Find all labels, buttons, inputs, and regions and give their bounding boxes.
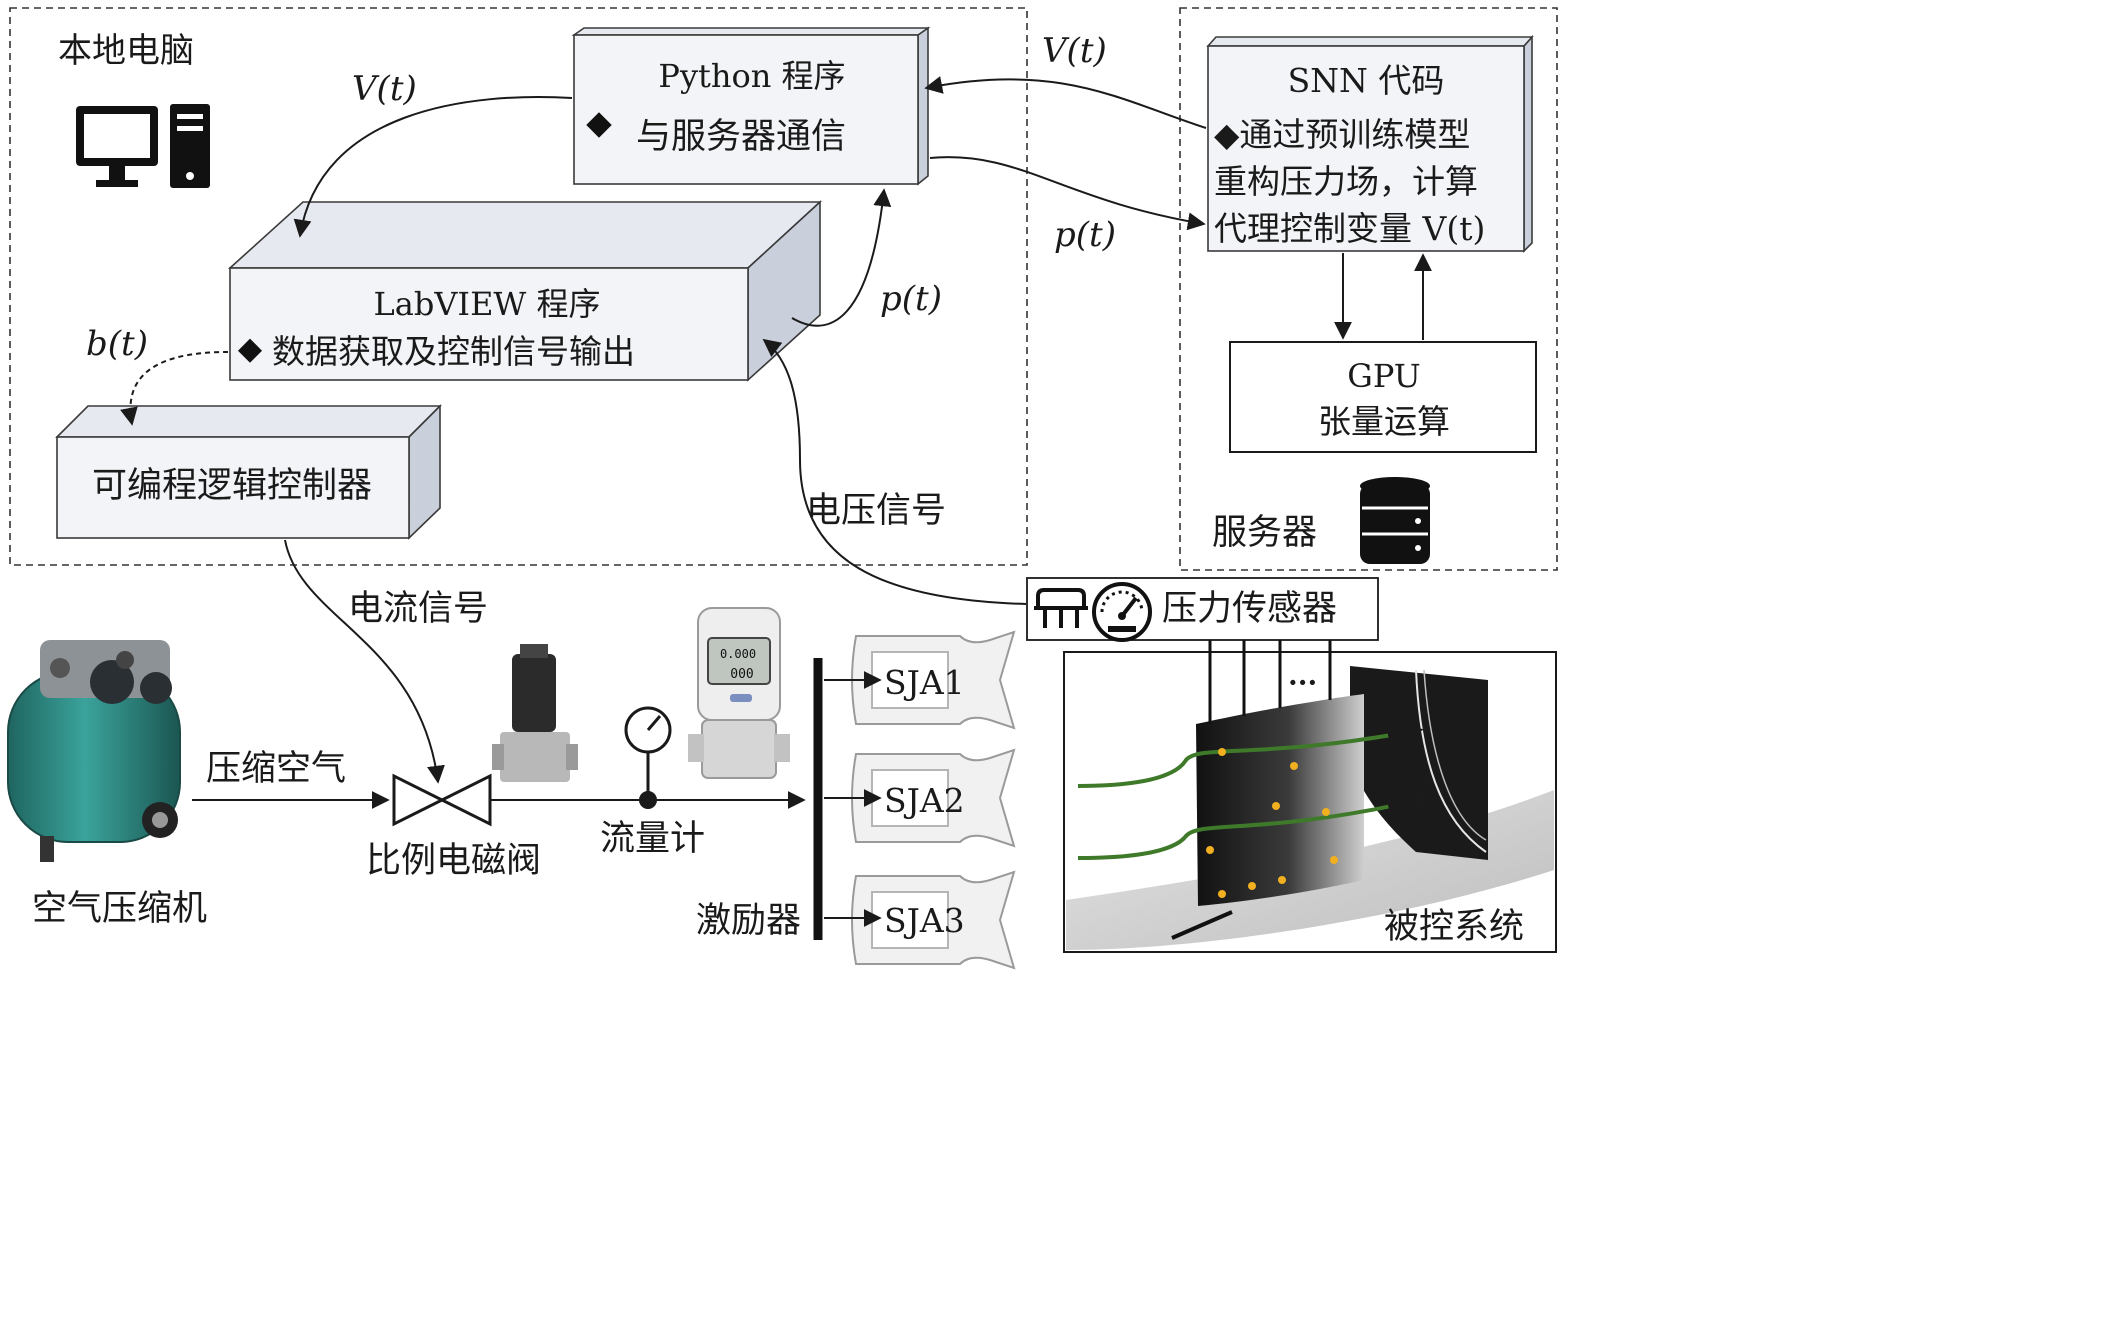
pressure-sensor-label: 压力传感器 [1162, 589, 1337, 629]
database-server-icon [1360, 477, 1430, 564]
flowmeter-display-bottom: 000 [730, 667, 753, 682]
air-compressor-icon [7, 640, 181, 862]
snn-box-line2: 重构压力场，计算 [1214, 162, 1478, 201]
labview-box-title: LabVIEW 程序 [374, 285, 601, 323]
signal-v-t-right: V(t) [1042, 31, 1107, 71]
sja2-shape [851, 748, 1016, 848]
signal-v-t-left: V(t) [352, 69, 417, 109]
python-program-box [571, 26, 931, 186]
labview-to-python-arrow [791, 188, 892, 327]
flow-gauge-icon [624, 706, 672, 809]
proportional-valve-symbol [392, 773, 492, 827]
pressure-gauge-icon [1092, 582, 1152, 642]
current-signal-label: 电流信号 [348, 589, 488, 629]
labview-to-plc-arrow [120, 351, 229, 426]
controlled-system-label: 被控系统 [1384, 907, 1524, 947]
air-compressor-label: 空气压缩机 [32, 889, 207, 929]
plc-label: 可编程逻辑控制器 [92, 466, 372, 506]
flowmeter-device-icon: 0.000 000 [688, 607, 790, 779]
labview-program-box [227, 200, 823, 382]
python-to-snn-arrow [929, 156, 1206, 231]
plc-box [55, 404, 442, 540]
sensor-chip-icon [1034, 588, 1088, 628]
server-label: 服务器 [1212, 513, 1317, 553]
gpu-subtitle: 张量运算 [1318, 402, 1450, 441]
sensor-to-labview-arrow [762, 338, 1027, 605]
signal-b-t: b(t) [86, 324, 148, 364]
controlled-system-panel [1063, 640, 1557, 953]
sensor-ellipsis: ··· [1288, 666, 1317, 699]
snn-box-line3: 代理控制变量 V(t) [1214, 209, 1485, 248]
voltage-signal-label: 电压信号 [806, 491, 946, 531]
signal-p-t-right: p(t) [1054, 215, 1116, 255]
snn-code-box [1206, 34, 1534, 253]
gpu-box [1229, 341, 1537, 453]
snn-to-python-arrow [924, 76, 1207, 129]
python-box-title: Python 程序 [658, 57, 845, 95]
flowmeter-label: 流量计 [600, 819, 705, 859]
sja2-label: SJA2 [884, 781, 965, 820]
python-to-labview-arrow [293, 96, 573, 238]
compressed-air-label: 压缩空气 [206, 749, 346, 789]
local-pc-region [9, 7, 1028, 566]
sja1-shape [851, 630, 1016, 730]
signal-p-t-mid: p(t) [880, 279, 942, 319]
server-region [1179, 7, 1558, 571]
labview-box-item: 数据获取及控制信号输出 [272, 332, 635, 371]
snn-box-title: SNN 代码 [1288, 61, 1445, 100]
system-diagram: 本地电脑 Python 程序 与服务器通信 LabVIEW 程序 数据获取及控制… [7, 7, 1558, 970]
plc-to-valve-arrow [284, 539, 445, 784]
valve-label: 比例电磁阀 [366, 841, 541, 881]
bullet-diamond-icon [586, 112, 612, 138]
desktop-computer-icon [76, 104, 210, 188]
sja1-label: SJA1 [884, 663, 965, 702]
local-pc-label: 本地电脑 [58, 31, 194, 71]
sja3-label: SJA3 [884, 901, 965, 940]
gpu-title: GPU [1347, 357, 1421, 395]
snn-box-line1: ◆通过预训练模型 [1214, 115, 1470, 154]
sja3-shape [851, 870, 1016, 970]
python-box-item: 与服务器通信 [636, 117, 846, 157]
actuator-label: 激励器 [696, 901, 801, 941]
flowmeter-display-top: 0.000 [720, 647, 756, 661]
solenoid-valve-icon [492, 644, 578, 782]
